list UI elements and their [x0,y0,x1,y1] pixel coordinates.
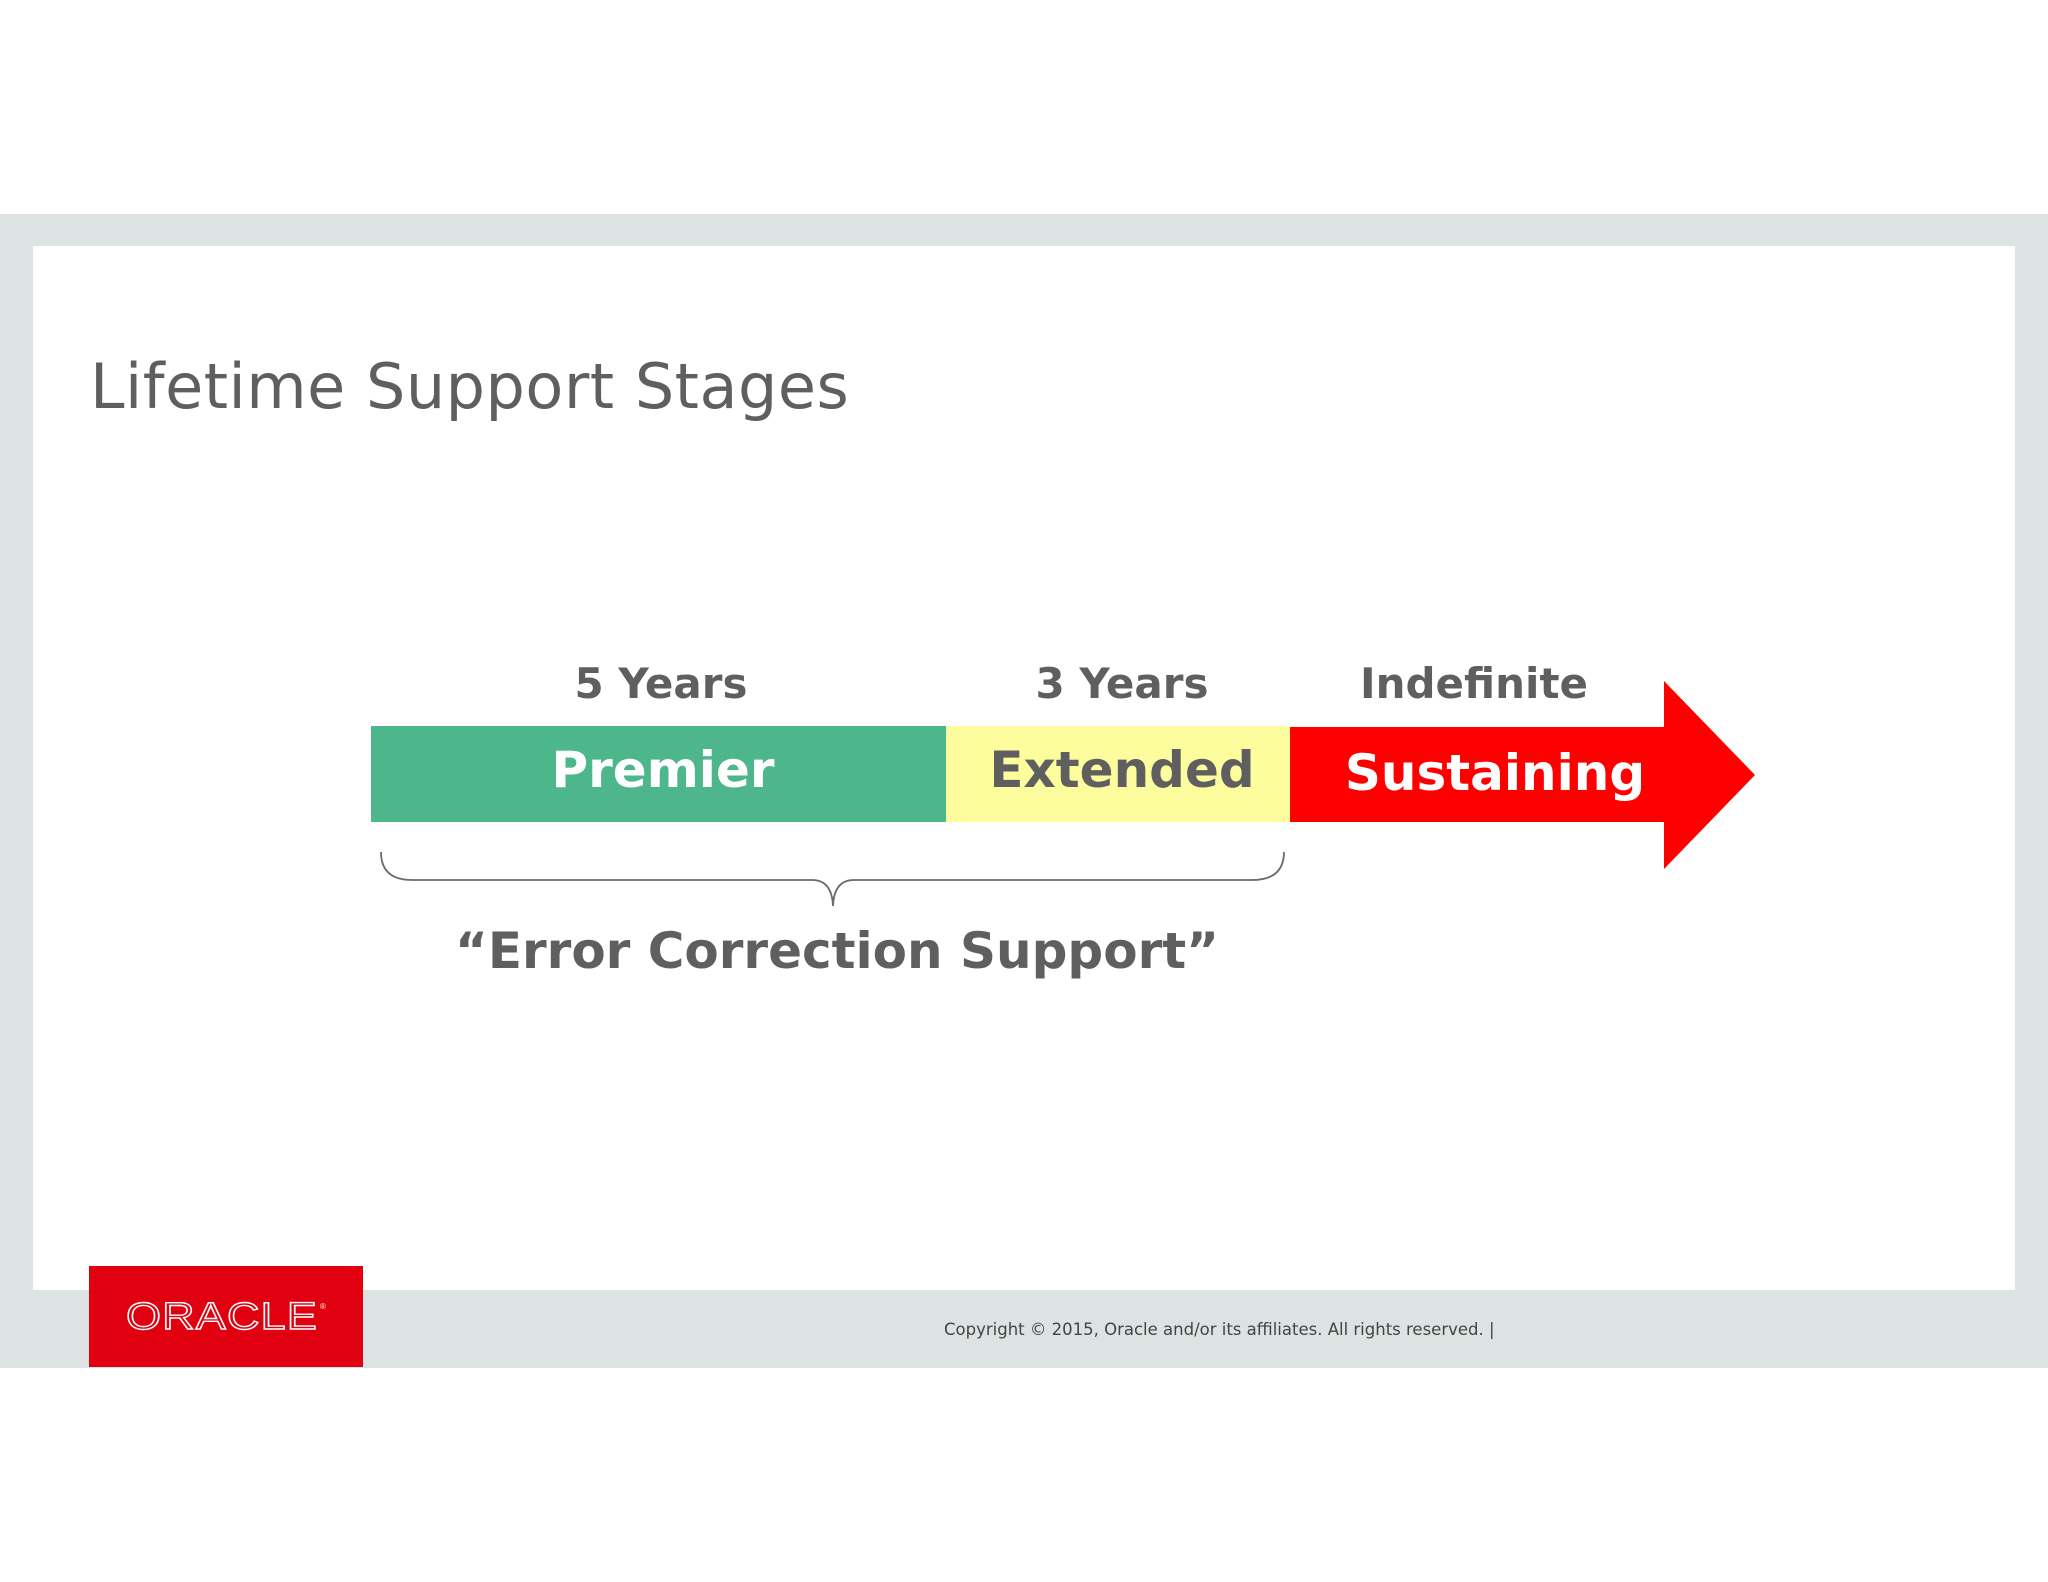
oracle-logo-wordmark: ORACLE [126,1297,318,1337]
oracle-logo-registered-mark: ® [320,1302,326,1311]
error-correction-brace [380,851,1285,907]
premier-stage-bar [371,726,946,822]
extended-stage-label: Extended [989,741,1254,799]
copyright-notice: Copyright © 2015, Oracle and/or its affi… [944,1320,1495,1339]
premier-stage-label: Premier [551,741,774,799]
sustaining-stage-label: Sustaining [1345,744,1645,802]
error-correction-label: “Error Correction Support” [455,922,1219,980]
extended-duration-label: 3 Years [1036,659,1209,708]
slide-title: Lifetime Support Stages [90,350,850,423]
premier-duration-label: 5 Years [575,659,748,708]
sustaining-duration-label: Indefinite [1360,659,1588,708]
extended-stage-bar [946,726,1290,822]
oracle-logo: ORACLE ® [89,1266,363,1367]
sustaining-stage-arrow [1290,681,1755,869]
